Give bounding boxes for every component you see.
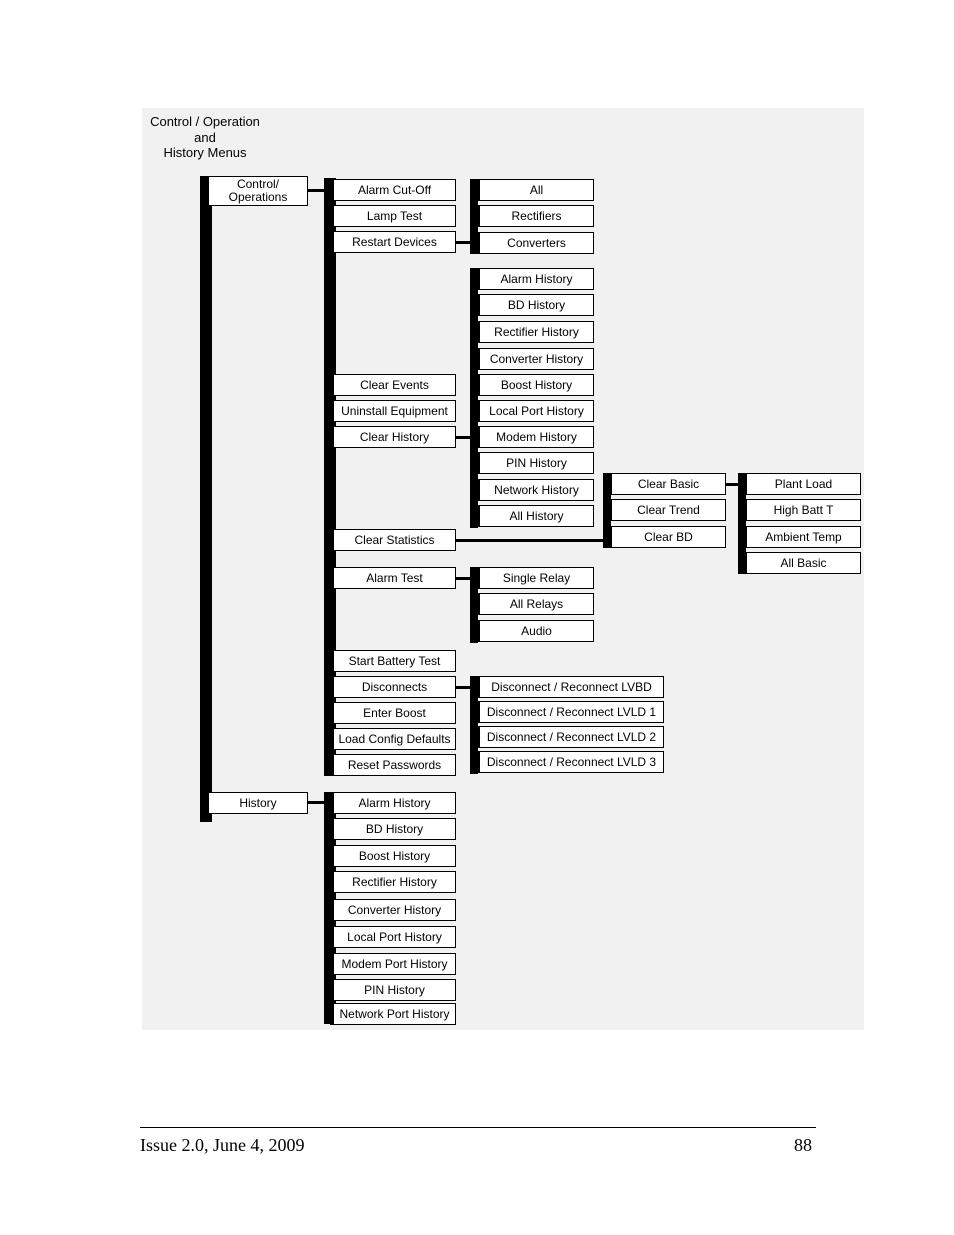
footer-issue: Issue 2.0, June 4, 2009 — [140, 1135, 305, 1155]
control-item[interactable]: Load Config Defaults — [330, 728, 456, 750]
clear-basic-item[interactable]: High Batt T — [743, 499, 861, 521]
restart-devices-item[interactable]: Converters — [476, 232, 594, 254]
clear-statistics-item[interactable]: Clear Basic — [608, 473, 726, 495]
footer-rule — [140, 1127, 816, 1128]
root-bar — [200, 176, 212, 822]
connector — [726, 483, 742, 486]
disconnects-bar — [470, 676, 478, 774]
control-item[interactable]: Alarm Cut-Off — [330, 179, 456, 201]
connector — [308, 189, 328, 192]
restart-devices-item[interactable]: All — [476, 179, 594, 201]
alarm-test-bar — [470, 567, 478, 643]
clear-history-item[interactable]: Rectifier History — [476, 321, 594, 343]
control-item[interactable]: Clear Events — [330, 374, 456, 396]
disconnects-item[interactable]: Disconnect / Reconnect LVLD 3 — [476, 751, 664, 773]
history-item[interactable]: BD History — [330, 818, 456, 840]
restart-devices-item[interactable]: Rectifiers — [476, 205, 594, 227]
root-control-operations[interactable]: Control/ Operations — [205, 176, 308, 206]
disconnects-item[interactable]: Disconnect / Reconnect LVLD 2 — [476, 726, 664, 748]
history-item[interactable]: PIN History — [330, 979, 456, 1001]
clear-history-item[interactable]: Network History — [476, 479, 594, 501]
clear-history-item[interactable]: Alarm History — [476, 268, 594, 290]
control-item[interactable]: Reset Passwords — [330, 754, 456, 776]
alarm-test-item[interactable]: Audio — [476, 620, 594, 642]
clear-statistics-item[interactable]: Clear BD — [608, 526, 726, 548]
clear-history-item[interactable]: BD History — [476, 294, 594, 316]
clear-history-item[interactable]: Modem History — [476, 426, 594, 448]
alarm-test-item[interactable]: All Relays — [476, 593, 594, 615]
alarm-test-item[interactable]: Single Relay — [476, 567, 594, 589]
connector — [456, 539, 606, 542]
connector — [456, 577, 472, 580]
control-item[interactable]: Restart Devices — [330, 231, 456, 253]
clear-history-bar — [470, 268, 478, 528]
history-item[interactable]: Local Port History — [330, 926, 456, 948]
clear-history-item[interactable]: Boost History — [476, 374, 594, 396]
disconnects-item[interactable]: Disconnect / Reconnect LVLD 1 — [476, 701, 664, 723]
restart-devices-bar — [470, 179, 478, 254]
control-item[interactable]: Alarm Test — [330, 567, 456, 589]
control-item[interactable]: Clear History — [330, 426, 456, 448]
clear-history-item[interactable]: All History — [476, 505, 594, 527]
diagram-title: Control / Operation and History Menus — [150, 114, 260, 160]
control-item[interactable]: Disconnects — [330, 676, 456, 698]
history-item[interactable]: Boost History — [330, 845, 456, 867]
connector — [456, 686, 472, 689]
history-item[interactable]: Network Port History — [330, 1003, 456, 1025]
control-item[interactable]: Start Battery Test — [330, 650, 456, 672]
clear-statistics-bar — [603, 473, 611, 548]
control-item[interactable]: Enter Boost — [330, 702, 456, 724]
clear-history-item[interactable]: Converter History — [476, 348, 594, 370]
clear-basic-item[interactable]: All Basic — [743, 552, 861, 574]
connector — [308, 801, 328, 804]
history-item[interactable]: Alarm History — [330, 792, 456, 814]
clear-basic-item[interactable]: Plant Load — [743, 473, 861, 495]
history-item[interactable]: Modem Port History — [330, 953, 456, 975]
connector — [456, 436, 472, 439]
history-item[interactable]: Converter History — [330, 899, 456, 921]
clear-statistics-item[interactable]: Clear Trend — [608, 499, 726, 521]
clear-history-item[interactable]: PIN History — [476, 452, 594, 474]
control-item[interactable]: Clear Statistics — [330, 529, 456, 551]
root-history[interactable]: History — [205, 792, 308, 814]
clear-basic-item[interactable]: Ambient Temp — [743, 526, 861, 548]
control-bar — [324, 178, 336, 776]
disconnects-item[interactable]: Disconnect / Reconnect LVBD — [476, 676, 664, 698]
page-number: 88 — [794, 1135, 812, 1155]
control-item[interactable]: Lamp Test — [330, 205, 456, 227]
control-item[interactable]: Uninstall Equipment — [330, 400, 456, 422]
clear-history-item[interactable]: Local Port History — [476, 400, 594, 422]
history-item[interactable]: Rectifier History — [330, 871, 456, 893]
clear-basic-bar — [738, 473, 746, 574]
connector — [456, 241, 472, 244]
